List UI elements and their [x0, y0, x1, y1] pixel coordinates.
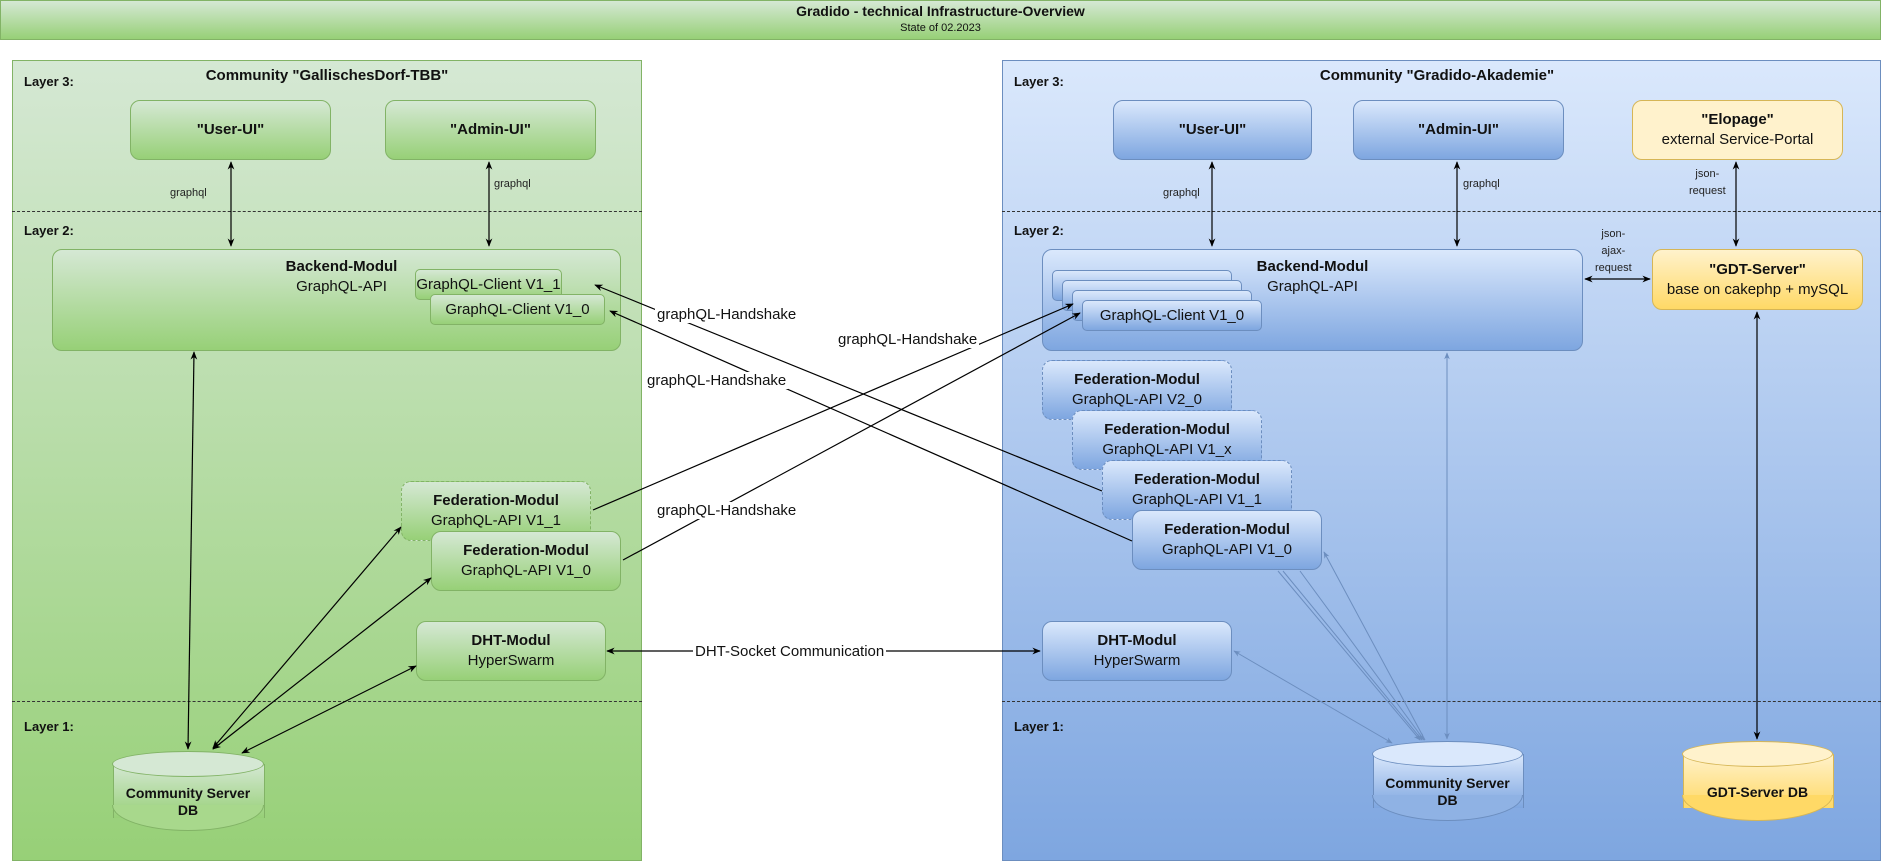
- layer-1-label-right: Layer 1:: [1014, 719, 1064, 734]
- gdt-server-title: "GDT-Server": [1709, 260, 1806, 278]
- dht-subtitle: HyperSwarm: [467, 652, 555, 669]
- link-label-line: json-: [1601, 228, 1626, 240]
- layer-1-label-left: Layer 1:: [24, 719, 74, 734]
- db-label: DB: [177, 802, 199, 818]
- link-label-graphql: graphql: [170, 187, 207, 199]
- link-label-line: json-: [1695, 168, 1720, 180]
- diagram-header: Gradido - technical Infrastructure-Overv…: [0, 0, 1881, 40]
- federation-subtitle: GraphQL-API V1_1: [1131, 491, 1263, 508]
- admin-ui-label: "Admin-UI": [1418, 121, 1499, 138]
- layer-3-label-right: Layer 3:: [1014, 74, 1064, 89]
- federation-title: Federation-Modul: [1074, 371, 1200, 388]
- user-ui-label: "User-UI": [196, 121, 265, 138]
- handshake-label: graphQL-Handshake: [655, 306, 799, 323]
- handshake-label: graphQL-Handshake: [655, 502, 799, 519]
- handshake-label: graphQL-Handshake: [645, 372, 789, 389]
- client-label: GraphQL-Client V1_0: [445, 301, 590, 318]
- right-graphql-client-v1-0[interactable]: GraphQL-Client V1_0: [1082, 300, 1262, 331]
- federation-subtitle: GraphQL-API V1_0: [1161, 541, 1293, 558]
- elopage-subtitle: external Service-Portal: [1661, 131, 1814, 148]
- dht-title: DHT-Modul: [471, 632, 551, 649]
- federation-subtitle: GraphQL-API V2_0: [1071, 391, 1203, 408]
- link-label-json-request: json-request: [1689, 166, 1726, 200]
- db-label: DB: [1437, 792, 1458, 808]
- dht-socket-label: DHT-Socket Communication: [693, 643, 887, 660]
- backend-title: Backend-Modul: [1256, 258, 1369, 275]
- right-dht-modul[interactable]: DHT-Modul HyperSwarm: [1042, 621, 1232, 681]
- diagram-subtitle: State of 02.2023: [900, 22, 981, 34]
- gdt-server-box[interactable]: "GDT-Server" base on cakephp + mySQL: [1652, 249, 1863, 310]
- federation-subtitle: GraphQL-API V1_x: [1102, 441, 1232, 458]
- right-admin-ui-box[interactable]: "Admin-UI": [1353, 100, 1564, 160]
- link-label-line: ajax-: [1601, 245, 1626, 257]
- dht-title: DHT-Modul: [1097, 632, 1177, 649]
- layer-separator: [12, 701, 642, 702]
- db-label: GDT-Server DB: [1706, 784, 1809, 800]
- federation-subtitle: GraphQL-API V1_0: [460, 562, 592, 579]
- left-dht-modul[interactable]: DHT-Modul HyperSwarm: [416, 621, 606, 681]
- federation-title: Federation-Modul: [463, 542, 589, 559]
- federation-title: Federation-Modul: [433, 492, 559, 509]
- backend-subtitle: GraphQL-API: [296, 278, 387, 295]
- left-user-ui-box[interactable]: "User-UI": [130, 100, 331, 160]
- federation-title: Federation-Modul: [1104, 421, 1230, 438]
- elopage-title: "Elopage": [1701, 111, 1774, 128]
- link-label-graphql: graphql: [1463, 178, 1500, 190]
- link-label-graphql: graphql: [494, 178, 531, 190]
- backend-title: Backend-Modul: [285, 258, 398, 275]
- link-label-json-ajax-request: json-ajax-request: [1595, 226, 1632, 277]
- community-title-left: Community "GallischesDorf-TBB": [205, 67, 449, 84]
- federation-title: Federation-Modul: [1134, 471, 1260, 488]
- right-federation-v1-0[interactable]: Federation-Modul GraphQL-API V1_0: [1132, 510, 1322, 570]
- diagram-title: Gradido - technical Infrastructure-Overv…: [796, 3, 1085, 19]
- left-graphql-client-v1-0[interactable]: GraphQL-Client V1_0: [430, 294, 605, 325]
- federation-title: Federation-Modul: [1164, 521, 1290, 538]
- left-federation-v1-0[interactable]: Federation-Modul GraphQL-API V1_0: [431, 531, 621, 591]
- admin-ui-label: "Admin-UI": [450, 121, 531, 138]
- federation-subtitle: GraphQL-API V1_1: [430, 512, 562, 529]
- elopage-box[interactable]: "Elopage" external Service-Portal: [1632, 100, 1843, 160]
- user-ui-label: "User-UI": [1178, 121, 1247, 138]
- layer-3-label-left: Layer 3:: [24, 74, 74, 89]
- layer-2-label-left: Layer 2:: [24, 223, 74, 238]
- layer-separator: [1002, 211, 1881, 212]
- client-label: GraphQL-Client V1_0: [1099, 307, 1245, 324]
- link-label-line: request: [1595, 262, 1632, 274]
- left-backend-modul[interactable]: Backend-Modul GraphQL-API: [52, 249, 621, 351]
- link-label-graphql: graphql: [1163, 187, 1200, 199]
- left-admin-ui-box[interactable]: "Admin-UI": [385, 100, 596, 160]
- db-label: Community Server: [125, 785, 251, 801]
- gdt-server-subtitle: base on cakephp + mySQL: [1666, 280, 1849, 298]
- layer-separator: [1002, 701, 1881, 702]
- connector-handshake: [592, 303, 1074, 511]
- gdt-server-db[interactable]: GDT-Server DB: [1682, 741, 1834, 821]
- layer-2-label-right: Layer 2:: [1014, 223, 1064, 238]
- community-gallischesdorf: [12, 60, 642, 861]
- client-label: GraphQL-Client V1_1: [416, 276, 561, 293]
- link-label-line: request: [1689, 185, 1726, 197]
- right-user-ui-box[interactable]: "User-UI": [1113, 100, 1312, 160]
- community-title-right: Community "Gradido-Akademie": [1319, 67, 1555, 84]
- layer-separator: [12, 211, 642, 212]
- dht-subtitle: HyperSwarm: [1093, 652, 1181, 669]
- db-label: Community Server: [1385, 775, 1510, 791]
- handshake-label: graphQL-Handshake: [836, 331, 980, 348]
- backend-subtitle: GraphQL-API: [1267, 278, 1358, 295]
